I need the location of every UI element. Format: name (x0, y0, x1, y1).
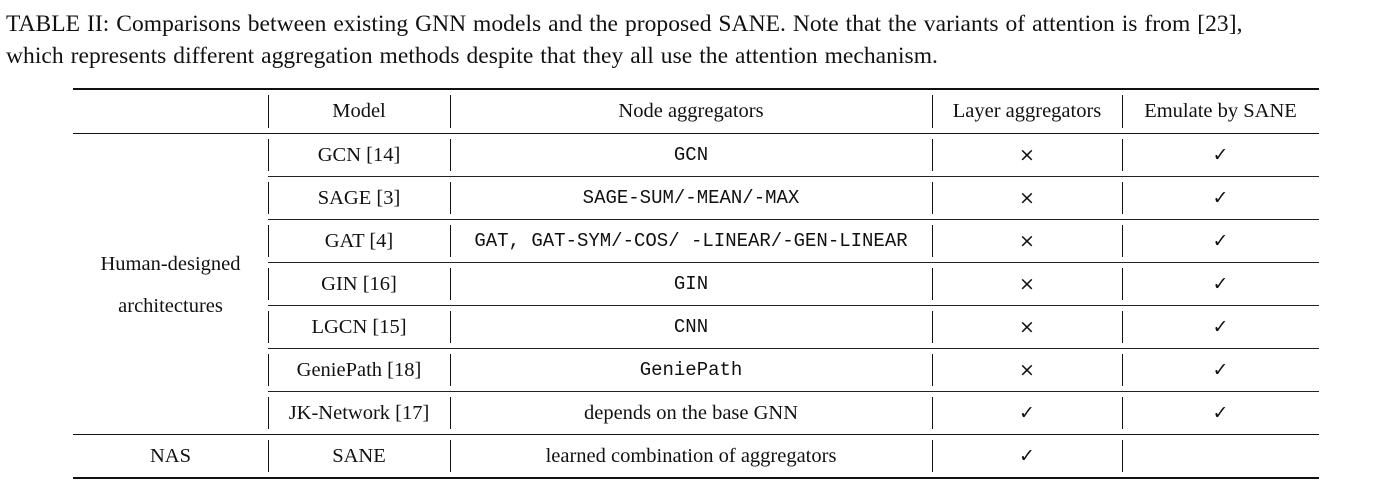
emulate-cell: ✓ (1122, 219, 1319, 263)
node-agg-cell: learned combination of aggregators (450, 435, 932, 479)
table-row: GIN [16] GIN × ✓ (73, 262, 1319, 306)
emulate-cell: ✓ (1122, 176, 1319, 220)
header-emulate-by-sane: Emulate by SANE (1122, 89, 1319, 134)
table-row: GAT [4] GAT, GAT-SYM/-COS/ -LINEAR/-GEN-… (73, 219, 1319, 263)
model-cell: LGCN [15] (268, 305, 450, 349)
group-human-designed: Human-designed architectures (73, 134, 268, 435)
node-agg-cell: SAGE-SUM/-MEAN/-MAX (450, 176, 932, 220)
layer-agg-cell: × (932, 134, 1122, 177)
layer-agg-cell: × (932, 176, 1122, 220)
comparison-table: Model Node aggregators Layer aggregators… (73, 88, 1319, 479)
model-cell: GAT [4] (268, 219, 450, 263)
table-row: JK-Network [17] depends on the base GNN … (73, 391, 1319, 435)
table-header-row: Model Node aggregators Layer aggregators… (73, 89, 1319, 134)
model-cell: GCN [14] (268, 134, 450, 177)
table-row: GeniePath [18] GeniePath × ✓ (73, 348, 1319, 392)
layer-agg-cell: × (932, 305, 1122, 349)
caption-line-1: TABLE II: Comparisons between existing G… (6, 11, 1243, 37)
header-group (73, 89, 268, 134)
model-cell: JK-Network [17] (268, 391, 450, 435)
node-agg-cell: CNN (450, 305, 932, 349)
model-cell: GIN [16] (268, 262, 450, 306)
emulate-cell: ✓ (1122, 305, 1319, 349)
layer-agg-cell: × (932, 262, 1122, 306)
node-agg-cell: GIN (450, 262, 932, 306)
group-nas: NAS (149, 444, 191, 467)
layer-agg-cell: ✓ (932, 435, 1122, 479)
caption-line-2: which represents different aggregation m… (6, 43, 938, 69)
node-agg-cell: GCN (450, 134, 932, 177)
table-row: SAGE [3] SAGE-SUM/-MEAN/-MAX × ✓ (73, 176, 1319, 220)
table-row-nas: NAS SANE learned combination of aggregat… (73, 434, 1319, 479)
emulate-cell (1122, 435, 1319, 479)
table-row: LGCN [15] CNN × ✓ (73, 305, 1319, 349)
node-agg-cell: depends on the base GNN (450, 391, 932, 435)
layer-agg-cell: × (932, 348, 1122, 392)
group-label-line-2: architectures (118, 295, 223, 317)
node-agg-cell: GeniePath (450, 348, 932, 392)
emulate-cell: ✓ (1122, 391, 1319, 435)
model-cell: SAGE [3] (268, 176, 450, 220)
model-cell: GeniePath [18] (268, 348, 450, 392)
layer-agg-cell: ✓ (932, 391, 1122, 435)
header-node-aggregators: Node aggregators (450, 89, 932, 134)
header-model: Model (268, 89, 450, 134)
emulate-cell: ✓ (1122, 348, 1319, 392)
group-label-line-1: Human-designed (100, 253, 241, 275)
node-agg-cell: GAT, GAT-SYM/-COS/ -LINEAR/-GEN-LINEAR (450, 219, 932, 263)
layer-agg-cell: × (932, 219, 1122, 263)
header-layer-aggregators: Layer aggregators (932, 89, 1122, 134)
table-row: Human-designed architectures GCN [14] GC… (73, 133, 1319, 317)
model-cell: SANE (268, 435, 450, 479)
table-caption: TABLE II: Comparisons between existing G… (6, 8, 1390, 72)
emulate-cell: ✓ (1122, 134, 1319, 177)
emulate-cell: ✓ (1122, 262, 1319, 306)
